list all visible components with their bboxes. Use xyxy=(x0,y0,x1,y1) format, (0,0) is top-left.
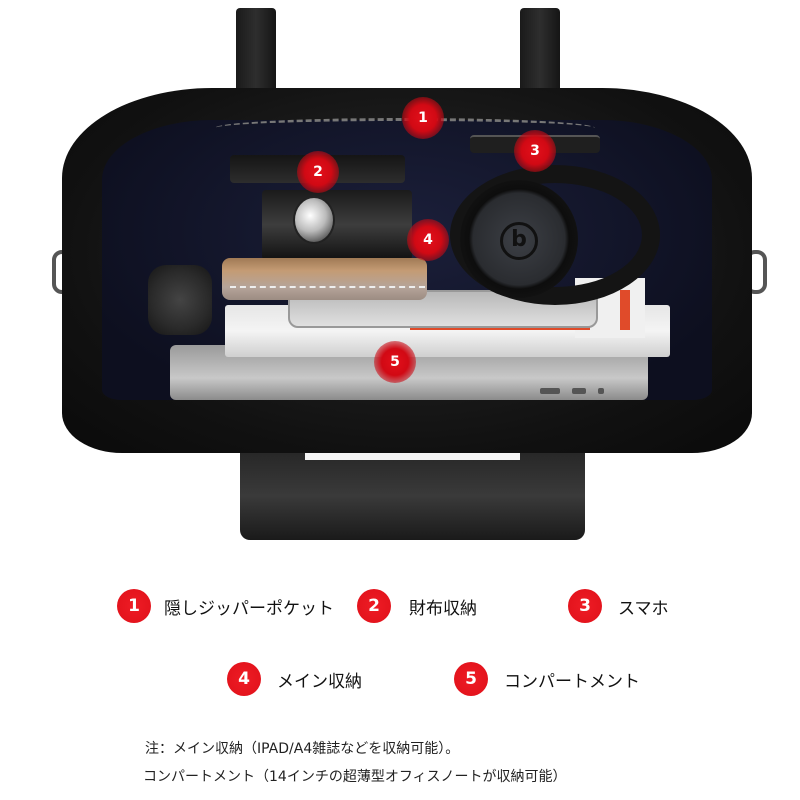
legend-item-main-storage: 4 メイン収納 xyxy=(227,662,362,696)
legend-label: コンパートメント xyxy=(504,671,640,692)
brown-wallet xyxy=(222,258,427,300)
compact-mirror xyxy=(293,196,335,244)
note-line-2: コンパートメント（14インチの超薄型オフィスノートが収納可能） xyxy=(143,769,567,785)
headphone-logo-icon: b xyxy=(500,222,538,260)
photo-marker-2: 2 xyxy=(297,151,339,193)
laptop-port-icon xyxy=(540,388,560,394)
number-badge-4: 4 xyxy=(227,662,261,696)
black-wallet xyxy=(262,190,412,260)
number-badge-1: 1 xyxy=(117,589,151,623)
photo-marker-3: 3 xyxy=(514,130,556,172)
legend-item-smartphone: 3 スマホ xyxy=(568,589,669,623)
number-badge-3: 3 xyxy=(568,589,602,623)
legend-item-compartment: 5 コンパートメント xyxy=(454,662,640,696)
legend-label: 財布収納 xyxy=(409,598,477,619)
legend-label: メイン収納 xyxy=(277,671,362,692)
wallet-zipper xyxy=(230,286,425,289)
laptop-port-icon xyxy=(598,388,604,394)
photo-marker-5: 5 xyxy=(374,341,416,383)
number-badge-5: 5 xyxy=(454,662,488,696)
magazine-accent xyxy=(620,290,630,330)
note-line-1: 注：メイン収納（IPAD/A4雑誌などを収納可能）。 xyxy=(145,741,460,757)
speaker xyxy=(148,265,212,335)
product-photo: b 1 2 3 4 5 xyxy=(52,8,767,540)
legend-label: 隠しジッパーポケット xyxy=(164,598,334,619)
legend-item-hidden-zipper-pocket: 1 隠しジッパーポケット xyxy=(117,589,334,623)
number-badge-2: 2 xyxy=(357,589,391,623)
photo-marker-4: 4 xyxy=(407,219,449,261)
legend-label: スマホ xyxy=(618,598,669,619)
legend-item-wallet-storage: 2 財布収納 xyxy=(357,589,477,623)
photo-marker-1: 1 xyxy=(402,97,444,139)
laptop-port-icon xyxy=(572,388,586,394)
